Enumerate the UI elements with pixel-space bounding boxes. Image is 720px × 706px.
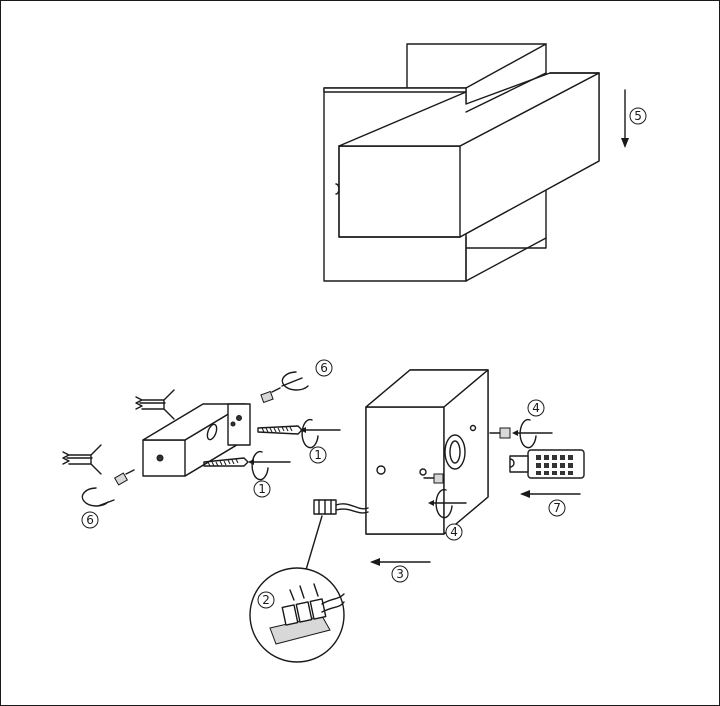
screw-lower — [113, 469, 135, 486]
assembled-lamp — [323, 43, 600, 282]
wood-screw-top — [257, 425, 303, 435]
rotation-arrow-4a — [512, 418, 553, 449]
step-6-label: 6 — [81, 511, 99, 529]
svg-text:1: 1 — [314, 448, 322, 462]
screw-upper — [260, 387, 281, 404]
wall-anchor-bottom — [62, 444, 102, 475]
svg-text:4: 4 — [532, 401, 540, 415]
arrow-3 — [370, 558, 431, 566]
step-4-label: 4 — [527, 399, 545, 417]
step-7-label: 7 — [548, 499, 566, 517]
svg-text:4: 4 — [450, 525, 458, 539]
svg-text:5: 5 — [634, 109, 642, 123]
rotation-arrow-6b — [81, 487, 115, 507]
svg-text:7: 7 — [553, 501, 561, 515]
lamp-body-front — [443, 369, 489, 535]
lamp-body — [365, 369, 489, 535]
terminal-block — [313, 499, 369, 515]
rotation-arrow-4b — [428, 488, 467, 519]
rotation-arrow-1b — [248, 450, 291, 481]
step-1-label: 1 — [253, 480, 271, 498]
wall-anchor-top — [135, 389, 175, 420]
led-bulb — [509, 449, 585, 479]
wiring-detail — [249, 567, 345, 663]
mounting-bracket — [142, 403, 251, 477]
back-plate-top — [323, 87, 467, 93]
rotation-arrow-6a — [281, 371, 309, 391]
step-2-label: 2 — [257, 591, 275, 609]
side-hole — [335, 183, 340, 195]
svg-text:2: 2 — [262, 593, 270, 607]
bracket-tab — [227, 403, 251, 446]
bulb-socket — [444, 434, 466, 470]
wood-screw-bottom — [203, 457, 249, 467]
arrow-7 — [520, 490, 581, 498]
step-1-label: 1 — [309, 446, 327, 464]
svg-text:6: 6 — [320, 361, 328, 375]
svg-text:3: 3 — [396, 567, 404, 581]
rotation-arrow-1a — [300, 418, 341, 449]
arrow-5 — [621, 89, 629, 148]
step-3-label: 3 — [391, 565, 409, 583]
step-4-label: 4 — [445, 523, 463, 541]
svg-text:1: 1 — [258, 482, 266, 496]
svg-text:6: 6 — [86, 513, 94, 527]
screw-socket — [489, 427, 511, 439]
step-6-label: 6 — [315, 359, 333, 377]
screw-body — [423, 473, 444, 484]
step-5-label: 5 — [629, 107, 647, 125]
